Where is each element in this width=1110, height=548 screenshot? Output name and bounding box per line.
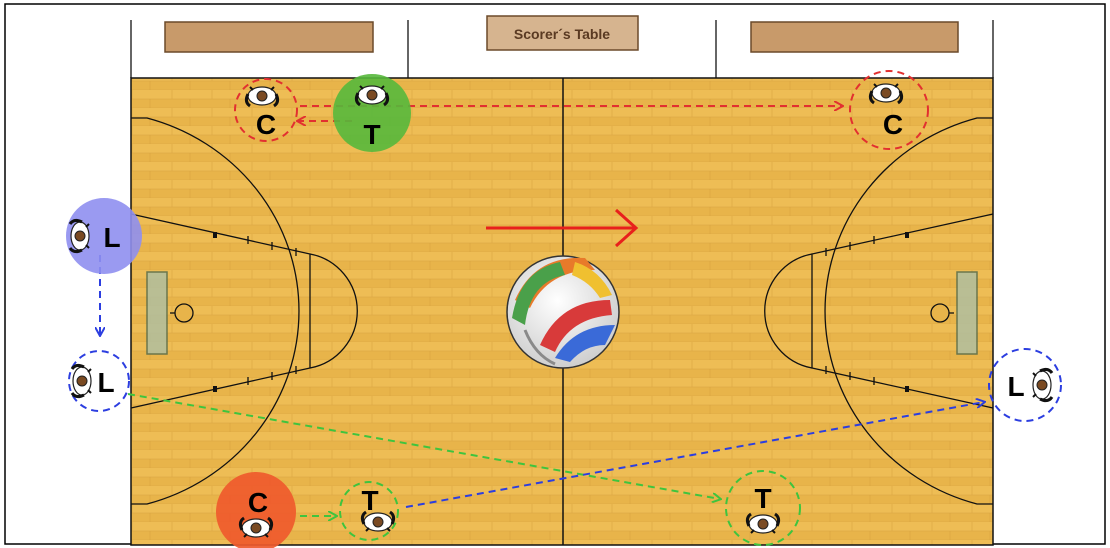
official-letter: C	[256, 109, 276, 140]
official-t-bottom-left: T	[339, 481, 399, 541]
direction-of-play-arrow	[486, 208, 639, 248]
official-letter: T	[361, 485, 378, 516]
official-letter: L	[1007, 371, 1024, 402]
official-c-bottom: C	[216, 472, 296, 548]
official-t-bottom-right: T	[725, 470, 801, 546]
official-letter: C	[248, 487, 268, 518]
bench-left	[164, 21, 374, 53]
official-l-right: L	[988, 348, 1062, 422]
official-c-top-right: C	[849, 70, 929, 150]
bench-right	[750, 21, 959, 53]
official-l-left-dashed: L	[68, 350, 130, 412]
scorers-table	[486, 15, 639, 51]
right-court-markings	[764, 117, 994, 505]
official-letter: L	[97, 367, 114, 398]
scorers-table-area: Scorer´s Table	[130, 15, 994, 78]
official-t-top: T	[333, 74, 411, 152]
scorers-table-label: Scorer´s Table	[514, 26, 610, 42]
arrow-l-to-t	[127, 393, 720, 499]
official-c-top-left: C	[234, 78, 298, 142]
basketball-logo-icon	[506, 255, 620, 369]
official-letter: L	[103, 222, 120, 253]
right-basket	[930, 271, 978, 355]
left-basket	[146, 271, 194, 355]
official-letter: T	[363, 119, 380, 150]
official-letter: C	[883, 109, 903, 140]
arrow-t-to-l	[405, 402, 984, 508]
official-l-left-filled: L	[66, 198, 142, 274]
official-letter: T	[754, 483, 771, 514]
left-court-markings	[130, 117, 358, 505]
